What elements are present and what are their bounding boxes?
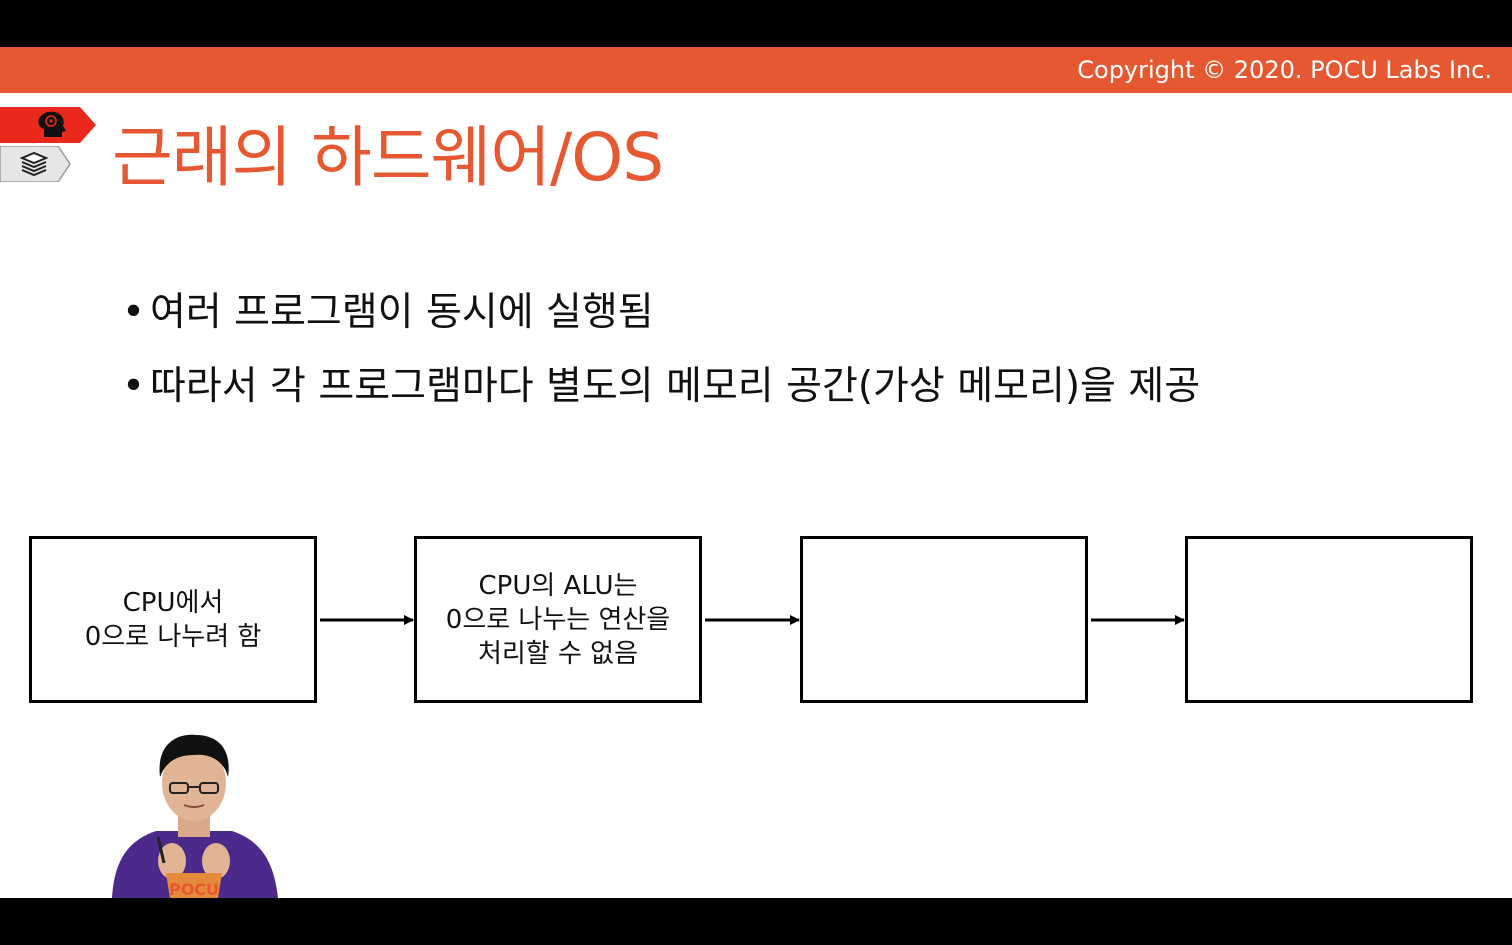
slide-title: 근래의 하드웨어/OS bbox=[112, 119, 664, 196]
flow-box-2: CPU의 ALU는 0으로 나누는 연산을 처리할 수 없음 bbox=[414, 536, 702, 703]
flow-box-4 bbox=[1185, 536, 1473, 703]
bullet-text: 여러 프로그램이 동시에 실행됨 bbox=[150, 290, 654, 335]
bullet-dot: • bbox=[122, 290, 146, 335]
brain-tag bbox=[0, 107, 96, 143]
bullet-dot: • bbox=[122, 364, 146, 409]
books-stack-icon bbox=[19, 151, 49, 177]
bottom-letterbox bbox=[0, 898, 1512, 945]
shirt-logo-text: POCU bbox=[169, 880, 219, 898]
copyright-text: Copyright © 2020. POCU Labs Inc. bbox=[1077, 56, 1492, 84]
flow-box-text: CPU의 ALU는 0으로 나누는 연산을 처리할 수 없음 bbox=[445, 570, 671, 669]
flow-box-text: CPU에서 0으로 나누려 함 bbox=[84, 587, 262, 652]
flow-box-1: CPU에서 0으로 나누려 함 bbox=[29, 536, 317, 703]
header-bar: Copyright © 2020. POCU Labs Inc. bbox=[0, 47, 1512, 93]
books-tag bbox=[0, 146, 72, 182]
presenter-video: POCU bbox=[104, 703, 284, 898]
slide: Copyright © 2020. POCU Labs Inc. bbox=[0, 47, 1512, 898]
flow-box-3 bbox=[800, 536, 1088, 703]
bullet-text: 따라서 각 프로그램마다 별도의 메모리 공간(가상 메모리)을 제공 bbox=[150, 364, 1201, 409]
bullet-item: •여러 프로그램이 동시에 실행됨 bbox=[122, 293, 654, 332]
bullet-item: •따라서 각 프로그램마다 별도의 메모리 공간(가상 메모리)을 제공 bbox=[122, 367, 1200, 406]
brain-head-icon bbox=[38, 111, 66, 137]
